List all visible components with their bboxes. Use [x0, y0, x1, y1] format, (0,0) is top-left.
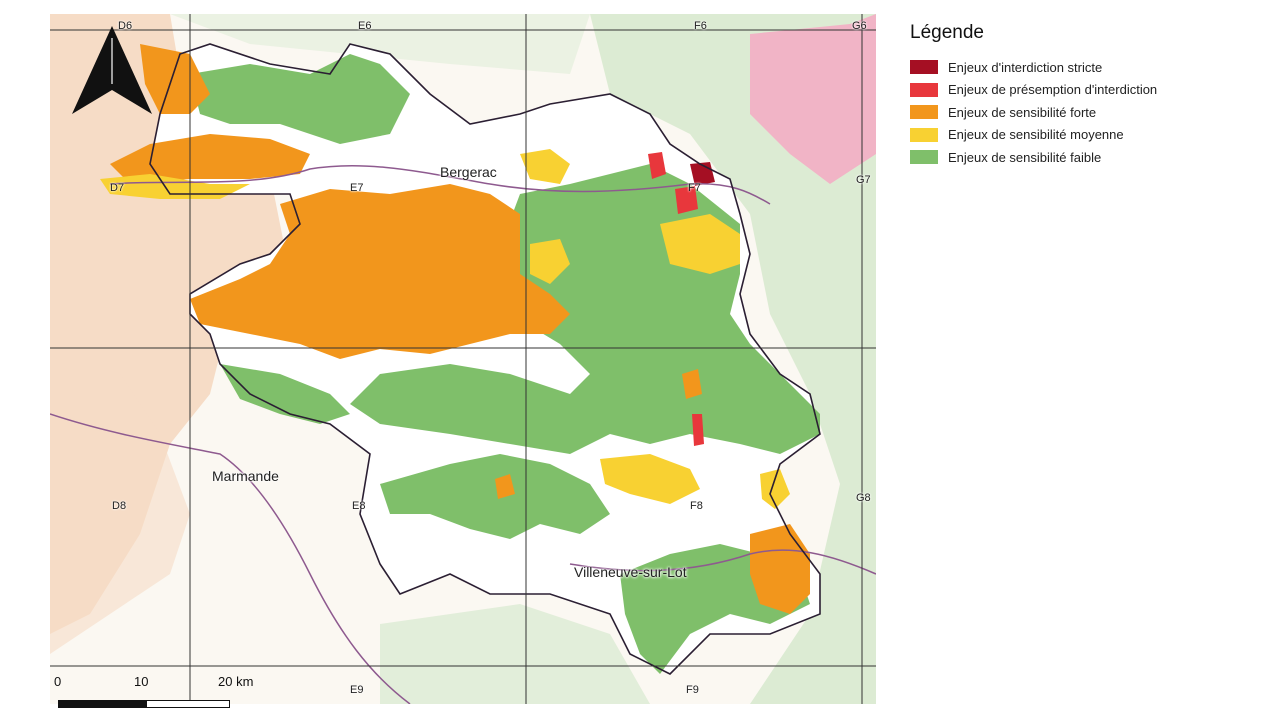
legend-item-presomption: Enjeux de présemption d'interdiction	[910, 79, 1250, 102]
grid-lines	[50, 14, 876, 704]
zone-presomption-2	[675, 186, 698, 214]
grid-label-f6: F6	[694, 20, 707, 32]
legend-swatch-forte	[910, 105, 938, 120]
scale-label-10: 10	[134, 674, 149, 689]
grid-label-d7: D7	[110, 182, 125, 194]
zone-moyenne-south	[600, 454, 700, 504]
zone-forte-main	[190, 184, 570, 359]
context-zone-west-lower	[50, 374, 190, 654]
context-zone-north-green	[170, 14, 590, 74]
map-canvas	[50, 14, 876, 704]
grid-label-d6: D6	[118, 20, 133, 32]
zone-moyenne-centre	[530, 239, 570, 284]
grid-label-e9: E9	[350, 684, 364, 696]
zone-forte-north	[140, 44, 210, 114]
legend-label-forte: Enjeux de sensibilité forte	[948, 104, 1097, 120]
zone-faible-centre	[380, 454, 610, 539]
grid-label-f9: F9	[686, 684, 699, 696]
north-arrow-icon	[72, 26, 152, 114]
scale-label-20: 20 km	[218, 674, 254, 689]
map-frame[interactable]: D6 E6 F6 G6 D7 E7 F7 G7 D8 E8 F8 G8 E9 F…	[50, 14, 876, 704]
legend-swatch-stricte	[910, 60, 938, 75]
grid-label-g8: G8	[856, 492, 871, 504]
legend-item-faible: Enjeux de sensibilité faible	[910, 146, 1250, 169]
department-boundary	[149, 43, 821, 675]
scale-bar: 0 10 20 km	[54, 672, 294, 709]
zone-faible-north	[190, 54, 410, 144]
zone-forte-spot-3	[495, 474, 515, 499]
scale-bar-segment-black	[58, 700, 146, 708]
legend: Légende Enjeux d'interdiction stricte En…	[910, 22, 1250, 169]
grid-label-d8: D8	[112, 500, 127, 512]
river-garonne	[50, 413, 411, 704]
legend-title: Légende	[910, 22, 984, 43]
legend-swatch-moyenne	[910, 127, 938, 142]
scale-bar-segment-white	[146, 700, 230, 708]
zone-moyenne-northwest	[100, 174, 250, 199]
legend-label-faible: Enjeux de sensibilité faible	[948, 149, 1102, 165]
grid-label-g7: G7	[856, 174, 871, 186]
legend-swatch-faible	[910, 150, 938, 165]
grid-label-e6: E6	[358, 20, 372, 32]
grid-label-f7: F7	[688, 182, 701, 194]
legend-item-moyenne: Enjeux de sensibilité moyenne	[910, 124, 1250, 147]
zone-presomption-3	[692, 414, 704, 446]
zone-forte-spot-2	[682, 369, 702, 399]
legend-label-moyenne: Enjeux de sensibilité moyenne	[948, 127, 1124, 143]
legend-swatch-presomption	[910, 82, 938, 97]
place-bergerac: Bergerac	[440, 164, 497, 180]
legend-label-stricte: Enjeux d'interdiction stricte	[948, 59, 1103, 75]
place-villeneuve-sur-lot: Villeneuve-sur-Lot	[574, 564, 687, 580]
grid-label-f8: F8	[690, 500, 703, 512]
legend-item-stricte: Enjeux d'interdiction stricte	[910, 56, 1250, 79]
context-zone-south-green	[380, 604, 650, 704]
grid-label-g6: G6	[852, 20, 867, 32]
zone-moyenne-east	[660, 214, 740, 274]
zone-forte-northbelt	[110, 134, 310, 184]
grid-label-e8: E8	[352, 500, 366, 512]
scale-label-0: 0	[54, 674, 62, 689]
zone-presomption-1	[648, 152, 666, 179]
zone-forte-southeast	[750, 524, 810, 614]
river-dordogne	[109, 164, 771, 205]
context-zone-east-pink	[750, 14, 876, 184]
grid-label-e7: E7	[350, 182, 364, 194]
legend-label-presomption: Enjeux de présemption d'interdiction	[948, 82, 1158, 98]
legend-item-forte: Enjeux de sensibilité forte	[910, 101, 1250, 124]
river-lot	[569, 549, 876, 575]
zone-faible-west	[220, 364, 350, 424]
context-zone-east-green	[590, 14, 876, 704]
zone-moyenne-southeast	[760, 469, 790, 509]
place-marmande: Marmande	[212, 468, 279, 484]
zone-moyenne-north	[520, 149, 570, 184]
